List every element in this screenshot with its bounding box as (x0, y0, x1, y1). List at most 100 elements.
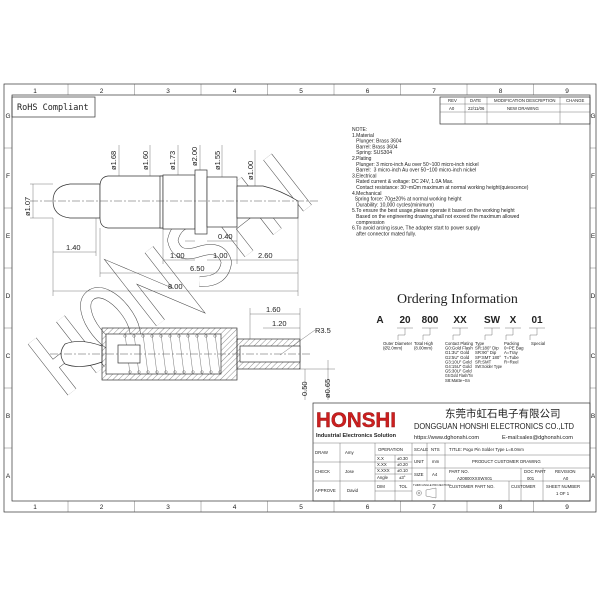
size-value: A4 (432, 472, 438, 477)
note-line: compression (352, 220, 385, 226)
order-description: G5:30U" Gold (445, 369, 472, 374)
order-description: R=Reel (504, 359, 518, 364)
pin-side-view: ø1.68 ø1.60 ø1.73 ø2.00 ø1.55 ø1.00 ø1.0… (23, 145, 320, 296)
dim-140: 1.40 (66, 243, 81, 252)
spring-coil (214, 333, 221, 375)
check-label: CHECK (315, 469, 330, 474)
dim-050: 0.50 (300, 381, 309, 396)
sheet-value: 1 OF 1 (556, 491, 570, 496)
column-label: 3 (166, 504, 170, 511)
order-description: T=Tube (504, 355, 519, 360)
order-description: (8.00mm) (414, 346, 433, 351)
website[interactable]: https://www.dghonshi.com (414, 435, 479, 441)
row-label: D (6, 293, 11, 300)
description-value: NEW DRAWING (507, 106, 539, 111)
scale-value: NTS (431, 447, 440, 452)
change-header: CHANGE (566, 98, 585, 103)
note-line: Barrel: 3 micro-inch Au over 50~100 micr… (352, 168, 476, 174)
order-description: (Ø2.0mm) (383, 346, 403, 351)
rev-header: REV (448, 98, 457, 103)
email[interactable]: E-mail:sales@dghonshi.com (502, 435, 573, 441)
row-label: G (5, 113, 10, 120)
order-description: 0=PE Bag (504, 346, 524, 351)
row-label: D (591, 293, 596, 300)
row-label: G (590, 113, 595, 120)
scale-label: SCALE (414, 447, 428, 452)
note-line: Plunger: 3 micro-inch Au over 50~100 mic… (352, 162, 479, 168)
dim-d173: ø1.73 (168, 151, 177, 170)
column-label: 3 (166, 88, 170, 95)
order-description: SR:90° Dip (475, 350, 497, 355)
note-line: Spring: SUS304 (352, 150, 392, 156)
part-no-value: A20800XXSWX01 (457, 476, 493, 481)
order-code: X (510, 315, 517, 326)
revision-value: A0 (563, 476, 569, 481)
date-value: 22/11/06 (468, 106, 485, 111)
row-label: B (591, 413, 595, 420)
column-label: 2 (100, 504, 104, 511)
tol-label: Angle (377, 475, 389, 480)
row-label: A (6, 473, 11, 480)
row-label: E (591, 233, 596, 240)
tol-label: X.X (377, 456, 384, 461)
dim-d065: ø0.65 (323, 379, 332, 398)
order-description: SW:Solder Type (475, 364, 503, 369)
order-code: 20 (399, 315, 411, 326)
dim-d200: ø2.00 (190, 147, 199, 166)
tol-value: ±0.30 (397, 456, 408, 461)
order-description: G4:15U" Gold (445, 364, 472, 369)
order-description: SR:180° Dip (475, 346, 499, 351)
note-line: 5.To ensure the best usage,please operat… (352, 208, 515, 214)
drawing-type: PRODUCT CUSTOMER DRAWING (472, 459, 541, 464)
column-label: 5 (299, 88, 303, 95)
watermark-letter (167, 216, 232, 287)
draw-label: DRAW (315, 450, 329, 455)
order-description: Outer Diameter (383, 341, 413, 346)
note-line: 3.Electrical (352, 173, 376, 179)
tol-value: TOL (399, 484, 408, 489)
pin-section-view: 1.60 1.20 R3.5 0.50 ø0.65 (50, 305, 335, 400)
note-line: Contact resistance: 30~mΩm maximum at no… (352, 185, 529, 191)
rohs-label: RoHS Compliant (11, 96, 96, 118)
draw-name: Amy (345, 450, 354, 455)
order-description: G6:Gold Flash/Tin (445, 373, 473, 378)
column-label: 1 (33, 88, 37, 95)
order-description: Type (475, 341, 485, 346)
note-line: Durability: 10,000 cycles(minimum) (352, 202, 434, 208)
dim-d160: ø1.60 (141, 151, 150, 170)
column-label: 6 (366, 88, 370, 95)
dim-120: 1.20 (272, 319, 287, 328)
row-label: F (591, 173, 595, 180)
revision-label: REVISION (555, 469, 576, 474)
column-label: 4 (233, 504, 237, 511)
order-description: Contact Plating (445, 341, 474, 346)
description-header: MODIFICATION DESCRIPTION (494, 98, 556, 103)
row-label: F (6, 173, 10, 180)
dim-040: 0.40 (218, 232, 233, 241)
order-description: S8:Matte~Sn (445, 378, 471, 383)
note-line: 6.To avoid arcing issue, The adapter sta… (352, 226, 481, 232)
order-description: Total High (414, 341, 434, 346)
row-label: B (6, 413, 10, 420)
column-label: 2 (100, 88, 104, 95)
order-description: Packing (504, 341, 520, 346)
spring-coil (196, 333, 203, 375)
row-label: E (6, 233, 11, 240)
company-name-cn: 东莞市虹石电子有限公司 (445, 407, 561, 420)
column-label: 9 (565, 88, 569, 95)
dim-100b: 1.00 (213, 251, 228, 260)
dim-650: 6.50 (190, 264, 205, 273)
note-line: 2.Plating (352, 156, 372, 162)
dim-d155: ø1.55 (213, 151, 222, 170)
check-name: Jose (345, 469, 355, 474)
dim-160: 1.60 (266, 305, 281, 314)
company-name-en: DONGGUAN HONSHI ELECTRONICS CO.,LTD (414, 421, 574, 431)
note-line: Based on the engineering drawing,shall n… (352, 214, 520, 220)
note-line: 4.Mechanical (352, 191, 381, 197)
order-description: G2:5U" Gold (445, 355, 470, 360)
column-label: 5 (299, 504, 303, 511)
customer-label: CUSTOMER (511, 484, 536, 489)
order-description: SR:SMT (475, 359, 492, 364)
order-code: 800 (422, 315, 439, 326)
